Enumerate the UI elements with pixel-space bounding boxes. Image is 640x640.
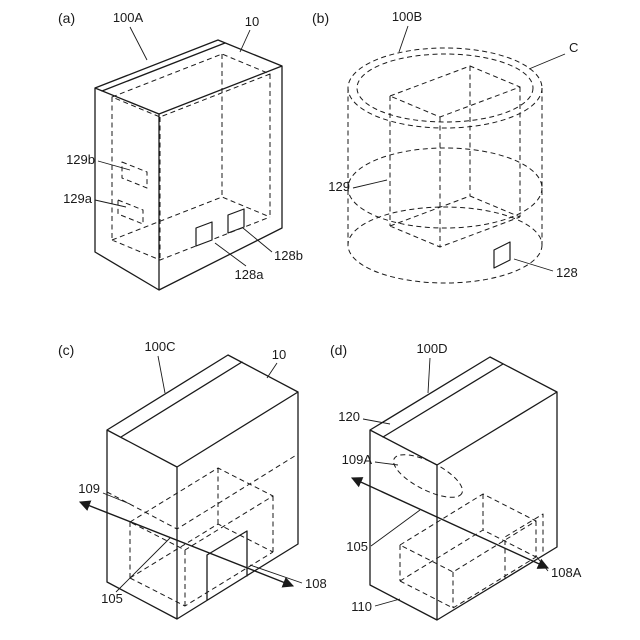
ref-label-108: 108 [305, 576, 327, 591]
panel-a-tag: (a) [58, 10, 75, 26]
panel-b: (b) 100B C 129 128 [312, 9, 578, 284]
panel-b-tag: (b) [312, 10, 329, 26]
panel-c-tag: (c) [58, 342, 74, 358]
panel-d-leader-lines [362, 357, 549, 607]
ref-label-10-c: 10 [272, 347, 286, 362]
ref-label-100C: 100C [144, 339, 175, 354]
panel-b-cylinder-inner-rim [356, 53, 534, 123]
panel-d-case-outline [369, 356, 558, 621]
panel-b-cylinder-sides [347, 88, 543, 245]
panel-d-hidden-lines [399, 493, 544, 609]
ref-label-110: 110 [351, 599, 372, 614]
panel-b-leader-lines [352, 25, 566, 272]
ref-label-129b: 129b [66, 152, 95, 167]
ref-label-100A: 100A [113, 10, 144, 25]
panel-c-case-outline [106, 354, 299, 620]
ref-label-128a: 128a [235, 267, 265, 282]
panel-a-inner-box-phantom [111, 53, 271, 261]
panel-b-inner-box-phantom [389, 65, 521, 248]
ref-label-120: 120 [338, 409, 360, 424]
ref-label-129a: 129a [63, 191, 93, 206]
panel-b-cylinder-top-rim [347, 47, 543, 129]
panel-a: (a) 100A 10 129b 129a 128b 128a [58, 10, 303, 291]
ref-label-128b: 128b [274, 248, 303, 263]
panel-a-case-outline [94, 39, 283, 291]
ref-label-108A: 108A [551, 565, 582, 580]
ref-label-109A: 109A [342, 452, 373, 467]
ref-label-C: C [569, 40, 578, 55]
panel-a-side-slots-phantom [117, 161, 148, 225]
ref-label-105-c: 105 [101, 591, 123, 606]
panel-c-leader-lines [102, 355, 303, 593]
panel-a-bottom-tabs [195, 208, 245, 247]
panel-c-axis-arrow [78, 500, 295, 588]
ref-label-100D: 100D [416, 341, 447, 356]
ref-label-10-a: 10 [245, 14, 259, 29]
panel-d-tag: (d) [330, 342, 347, 358]
panel-c-hidden-lines [106, 453, 299, 607]
panel-b-cylinder-mid-seam [347, 147, 543, 229]
panel-d-window-phantom [393, 454, 463, 498]
panel-b-bottom-tab [493, 241, 511, 269]
ref-label-129: 129 [328, 179, 350, 194]
ref-label-100B: 100B [392, 9, 422, 24]
panel-d-axis-arrow [350, 477, 550, 569]
panel-a-leader-lines [94, 26, 273, 267]
ref-label-109: 109 [78, 481, 100, 496]
panel-c: (c) 100C 10 109 105 108 [58, 339, 327, 620]
ref-label-128: 128 [556, 265, 578, 280]
panel-d: (d) 100D 120 109A 105 110 108A [330, 341, 582, 621]
ref-label-105-d: 105 [346, 539, 368, 554]
